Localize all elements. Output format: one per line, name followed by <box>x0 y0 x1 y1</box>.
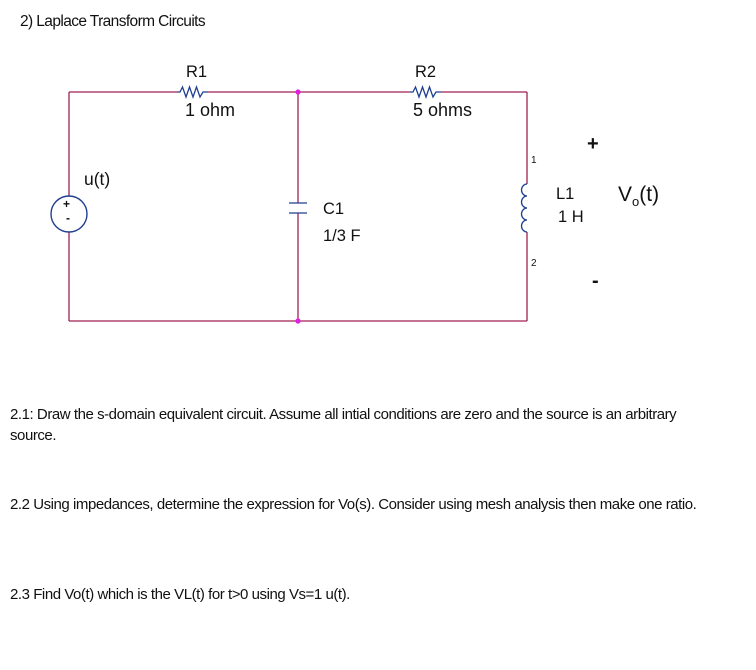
output-plus-sign: + <box>587 133 599 155</box>
question-2-2: 2.2 Using impedances, determine the expr… <box>10 496 697 513</box>
question-2-1: 2.1: Draw the s-domain equivalent circui… <box>10 406 677 444</box>
l1-value: 1 H <box>558 208 584 226</box>
r1-name: R1 <box>186 63 208 81</box>
output-t: (t) <box>639 183 660 206</box>
r2-value: 5 ohms <box>413 100 473 120</box>
r1-value: 1 ohm <box>185 100 236 120</box>
r2-name: R2 <box>415 63 437 81</box>
source-label: u(t) <box>84 169 111 189</box>
output-voltage-label: Vo(t) <box>618 183 659 209</box>
resistor-r2 <box>410 85 441 99</box>
question-2-3: 2.3 Find Vo(t) which is the VL(t) for t>… <box>10 586 350 603</box>
c1-name: C1 <box>323 200 345 218</box>
l1-pin1: 1 <box>531 155 537 166</box>
output-v: V <box>618 183 633 206</box>
l1-name: L1 <box>556 185 575 203</box>
inductor-l1 <box>520 183 528 233</box>
node-top-junction <box>295 89 301 95</box>
node-bottom-junction <box>295 318 301 324</box>
page-title: 2) Laplace Transform Circuits <box>20 13 206 30</box>
output-minus-sign: - <box>592 270 599 292</box>
resistor-r1 <box>177 85 208 99</box>
c1-value: 1/3 F <box>323 227 361 245</box>
wires <box>68 91 528 322</box>
voltage-source <box>50 195 88 233</box>
l1-pin2: 2 <box>531 258 537 269</box>
output-subscript: o <box>632 194 640 210</box>
source-minus-sign: - <box>66 211 70 225</box>
source-plus-sign: + <box>63 197 71 211</box>
